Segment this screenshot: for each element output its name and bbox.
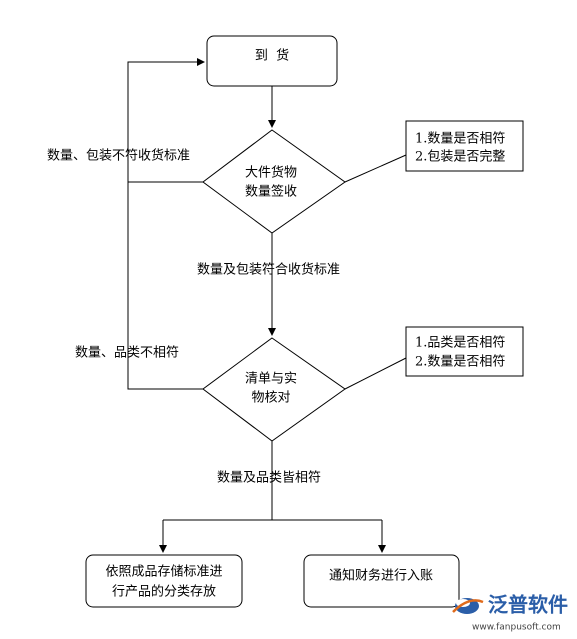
verify-items-decision: 清单与实 物核对 (202, 337, 346, 442)
pass-quantity-category-label: 数量及品类皆相符 (217, 470, 321, 486)
verify-items-label-line1: 清单与实 (245, 372, 297, 387)
brand-logo-icon (452, 598, 484, 614)
store-products-node: 依照成品存储标准进 行产品的分类存放 (85, 554, 243, 608)
verify-note-line1: 1.品类是否相符 (415, 335, 505, 351)
large-item-note-line1: 1.数量是否相符 (415, 131, 505, 147)
notify-finance-node: 通知财务进行入账 (303, 554, 460, 608)
store-products-label-line2: 行产品的分类存放 (112, 584, 216, 600)
large-item-check-label-line1: 大件货物 (245, 165, 297, 181)
brand-watermark: 泛普软件 www.fanpusoft.com (452, 593, 568, 633)
pass-quantity-packaging-label: 数量及包装符合收货标准 (197, 262, 340, 278)
store-products-label-line1: 依照成品存储标准进 (105, 565, 222, 580)
large-item-note: 1.数量是否相符 2.包装是否完整 (344, 120, 524, 183)
fail-quantity-category-label: 数量、品类不相符 (75, 345, 179, 361)
verify-items-label-line2: 物核对 (251, 391, 290, 406)
large-item-check-decision: 大件货物 数量签收 (202, 129, 346, 234)
notify-finance-label: 通知财务进行入账 (329, 568, 433, 584)
large-item-check-label-line2: 数量签收 (245, 184, 297, 200)
fail-quantity-packaging-label: 数量、包装不符收货标准 (47, 148, 190, 164)
arrival-label: 到 货 (255, 48, 289, 64)
brand-url: www.fanpusoft.com (472, 623, 561, 633)
large-item-note-line2: 2.包装是否完整 (415, 150, 505, 165)
verify-note-line2: 2.数量是否相符 (415, 354, 505, 370)
edge-verify-items-fail-loop (127, 182, 203, 390)
verify-note: 1.品类是否相符 2.数量是否相符 (344, 326, 524, 390)
edge-large-item-check-fail-loop (127, 58, 205, 183)
brand-name: 泛普软件 (488, 593, 568, 617)
arrival-node: 到 货 (206, 35, 338, 87)
